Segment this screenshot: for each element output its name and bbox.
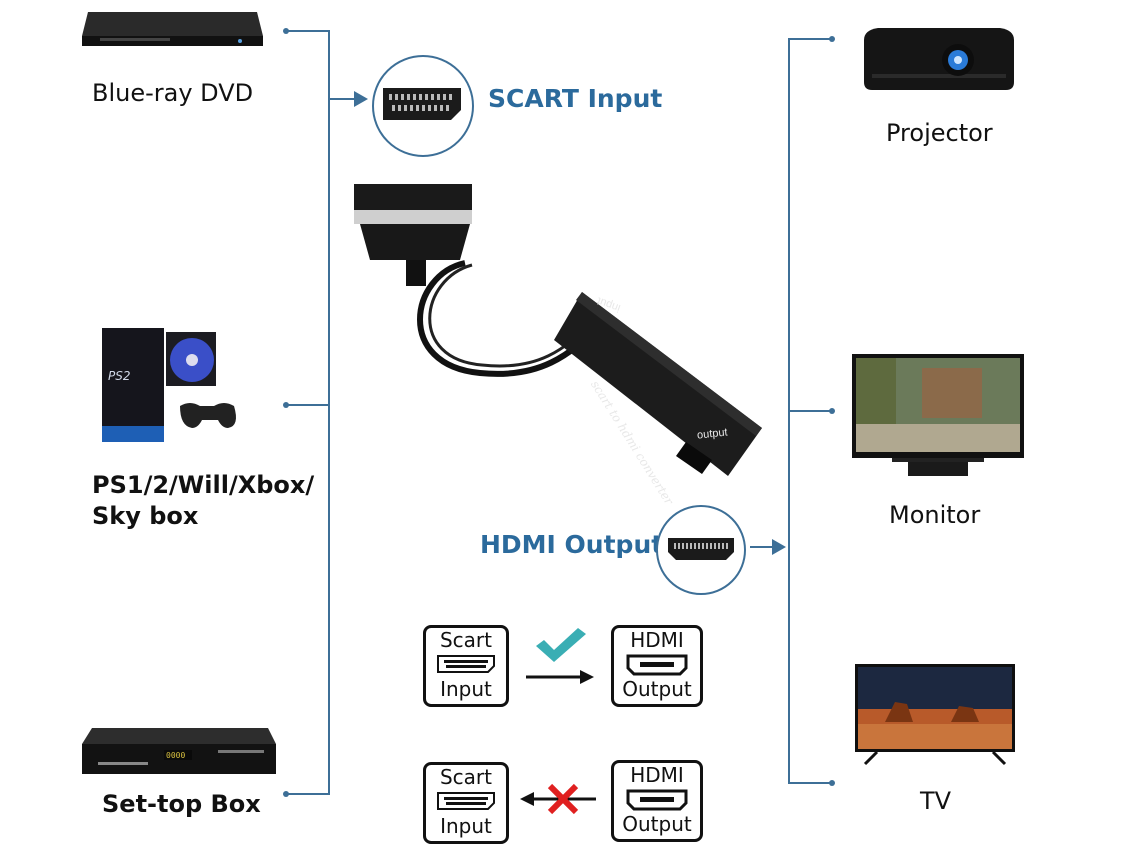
device-label-tv: TV bbox=[920, 787, 952, 815]
cross-icon bbox=[547, 783, 579, 815]
projector-icon bbox=[864, 28, 1014, 90]
left-connector-dot bbox=[283, 791, 289, 797]
right-connector-dot bbox=[829, 408, 835, 414]
hdmi-arrow-head bbox=[772, 539, 786, 555]
game-console-icon: PS2 bbox=[102, 328, 236, 442]
flow-unsupported-hdmi-top: HDMI bbox=[630, 763, 684, 787]
scart-port-icon bbox=[383, 88, 461, 120]
flow-supported-scart-top: Scart bbox=[439, 628, 492, 652]
right-connector-dot bbox=[829, 780, 835, 786]
device-label-settop: Set-top Box bbox=[102, 790, 261, 818]
left-connector-dot bbox=[283, 402, 289, 408]
scart-arrow-head bbox=[354, 91, 368, 107]
hdmi-arrow-line bbox=[750, 546, 776, 548]
flow-supported-hdmi-bottom: Output bbox=[622, 677, 692, 701]
set-top-box-icon: 0000 bbox=[82, 728, 276, 774]
left-connector-settop bbox=[287, 793, 329, 795]
left-connector-console bbox=[287, 404, 329, 406]
left-connector-dot bbox=[283, 28, 289, 34]
device-label-console-line2: Sky box bbox=[92, 502, 199, 530]
flow-unsupported-scart-bottom: Input bbox=[440, 814, 492, 838]
scart-connector-icon bbox=[437, 655, 495, 673]
scart-connector-icon bbox=[437, 792, 495, 810]
dvd-player-icon bbox=[82, 12, 263, 46]
right-connector-projector bbox=[788, 38, 832, 40]
device-label-console-line1: PS1/2/Will/Xbox/ bbox=[92, 471, 315, 499]
scart-arrow-line bbox=[330, 98, 358, 100]
device-label-projector: Projector bbox=[886, 119, 993, 147]
device-label-dvd: Blue-ray DVD bbox=[92, 79, 254, 107]
flow-unsupported-scart-top: Scart bbox=[439, 765, 492, 789]
scart-input-label: SCART Input bbox=[488, 84, 663, 113]
hdmi-port-icon bbox=[668, 538, 734, 560]
hdmi-output-label: HDMI Output bbox=[480, 530, 664, 559]
svg-text:0000: 0000 bbox=[166, 751, 185, 760]
flow-supported-scart-box: Scart Input bbox=[423, 625, 509, 707]
hdmi-connector-icon bbox=[626, 789, 688, 811]
hdmi-connector-icon bbox=[626, 654, 688, 676]
right-connector-tv bbox=[788, 782, 832, 784]
svg-text:PS2: PS2 bbox=[108, 369, 131, 383]
monitor-icon bbox=[852, 354, 1024, 476]
flow-supported-hdmi-box: HDMI Output bbox=[611, 625, 703, 707]
right-connector-monitor bbox=[788, 410, 832, 412]
tv-icon bbox=[855, 664, 1015, 766]
check-icon bbox=[536, 628, 586, 662]
left-bus-line bbox=[328, 30, 330, 795]
scart-plug-icon bbox=[354, 184, 472, 286]
converter-box-icon bbox=[554, 292, 762, 476]
right-connector-dot bbox=[829, 36, 835, 42]
flow-unsupported-hdmi-box: HDMI Output bbox=[611, 760, 703, 842]
flow-unsupported-scart-box: Scart Input bbox=[423, 762, 509, 844]
device-label-monitor: Monitor bbox=[889, 501, 981, 529]
flow-supported-hdmi-top: HDMI bbox=[630, 628, 684, 652]
flow-supported-scart-bottom: Input bbox=[440, 677, 492, 701]
flow-arrow-right bbox=[526, 670, 594, 684]
flow-unsupported-hdmi-bottom: Output bbox=[622, 812, 692, 836]
left-connector-dvd bbox=[287, 30, 329, 32]
